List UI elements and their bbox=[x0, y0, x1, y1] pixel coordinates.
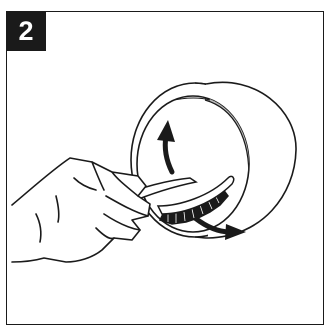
filter-ring-icon bbox=[131, 82, 296, 238]
hand-icon bbox=[12, 158, 150, 262]
step-number-badge: 2 bbox=[6, 11, 46, 51]
